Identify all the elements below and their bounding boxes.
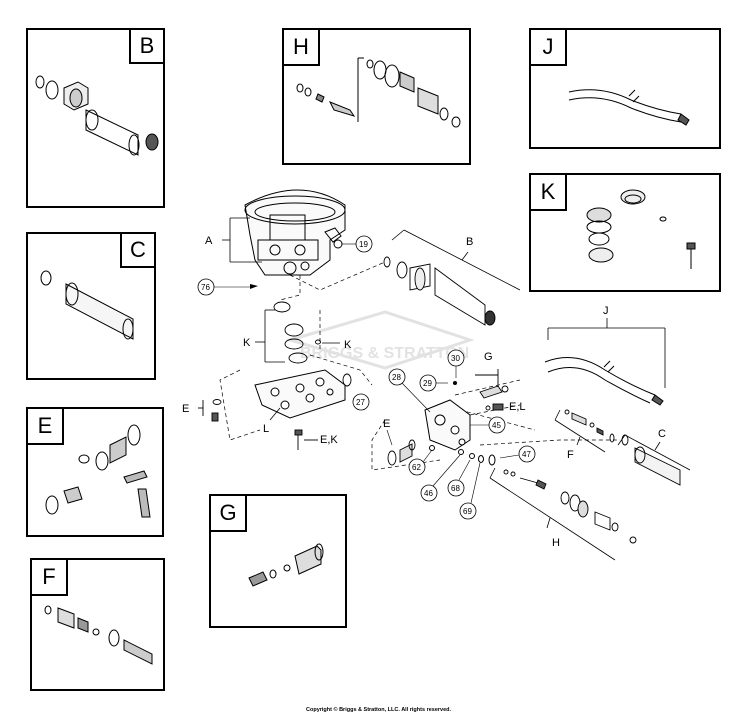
part-28-label: 28 (392, 373, 401, 382)
callout-k-bracket (255, 309, 340, 363)
box-g-parts (248, 543, 324, 587)
detail-box-g: G (209, 494, 347, 628)
part-47-label: 47 (522, 450, 531, 459)
inline-j-hose (544, 357, 664, 406)
manifold-l (254, 369, 346, 419)
detail-box-c: C (26, 232, 156, 380)
watermark-text: BRIGGS & STRATTON (300, 345, 469, 362)
pump-body (424, 399, 471, 451)
callout-h: H (552, 537, 560, 549)
box-c-parts (40, 270, 134, 340)
detail-box-f: F (30, 558, 165, 691)
callout-c: C (658, 428, 666, 440)
detail-box-k: K (529, 173, 721, 292)
bolt-e-k (294, 429, 318, 450)
copyright-notice: Copyright © Briggs & Stratton, LLC. All … (306, 707, 452, 713)
inline-k-parts (273, 301, 321, 364)
part-68-bubble (447, 479, 465, 497)
brand-watermark: BRIGGS & STRATTON (284, 310, 475, 370)
callout-c-bracket (617, 434, 691, 471)
callout-f-bracket (554, 409, 606, 453)
detail-box-j: J (529, 28, 721, 149)
part-27-bubble (352, 393, 370, 411)
callout-j-bracket (547, 318, 666, 388)
part-19-label: 19 (359, 240, 368, 249)
inline-e-left-parts (198, 399, 222, 422)
callout-a: A (205, 235, 213, 247)
box-j-hose (568, 89, 690, 126)
part-28-bubble (388, 368, 406, 386)
inline-b-parts (383, 256, 496, 326)
pump-head-assembly (244, 189, 346, 276)
callout-k-2: K (344, 339, 352, 351)
callout-a-bracket (222, 217, 262, 263)
box-g-tag: G (211, 496, 247, 532)
callout-l: L (263, 423, 269, 435)
inline-e-right-parts (387, 439, 416, 466)
part-46-label: 46 (424, 489, 433, 498)
callout-e-right: E (383, 418, 390, 430)
box-e-parts (45, 424, 151, 518)
detail-box-e: E (26, 407, 164, 537)
part-69-bubble (459, 502, 477, 520)
inline-e-l-parts (485, 403, 504, 411)
inline-h-parts (503, 469, 637, 544)
box-b-parts (35, 75, 159, 156)
box-h-parts (296, 57, 461, 128)
box-j-tag: J (531, 30, 567, 66)
callout-j: J (603, 305, 609, 317)
inline-g-parts (475, 369, 509, 399)
screw-76 (250, 284, 258, 289)
box-k-parts (586, 189, 696, 269)
part-62-label: 62 (412, 463, 421, 472)
part-27-label: 27 (356, 398, 365, 407)
part-62-bubble (408, 458, 426, 476)
callout-g: G (484, 351, 493, 363)
callout-h-bracket (489, 467, 616, 561)
part-76-label: 76 (201, 283, 210, 292)
callout-e-l: E,L (509, 401, 526, 413)
part-46-bubble (420, 484, 438, 502)
callout-e-left: E (182, 403, 189, 415)
part-69-label: 69 (463, 507, 472, 516)
box-e-tag: E (28, 409, 64, 445)
callout-e-k: E,K (320, 434, 338, 446)
box-f-parts (44, 605, 153, 665)
callout-l-leader (269, 407, 281, 421)
part-68-label: 68 (451, 484, 460, 493)
detail-box-b: B (26, 28, 165, 208)
box-c-tag: C (120, 232, 156, 268)
box-b-tag: B (129, 28, 165, 64)
callout-b: B (466, 236, 473, 248)
callout-k: K (243, 337, 251, 349)
box-f-tag: F (32, 560, 68, 596)
part-29-label: 29 (423, 379, 432, 388)
box-h-tag: H (284, 30, 320, 66)
detail-box-h: H (282, 28, 471, 165)
callout-f: F (567, 449, 574, 461)
part-30-label: 30 (451, 354, 460, 363)
part-47-bubble (518, 445, 536, 463)
part-45-label: 45 (492, 421, 501, 430)
callout-b-bracket (391, 229, 521, 291)
box-k-tag: K (531, 175, 567, 211)
inline-f-parts (564, 409, 615, 443)
